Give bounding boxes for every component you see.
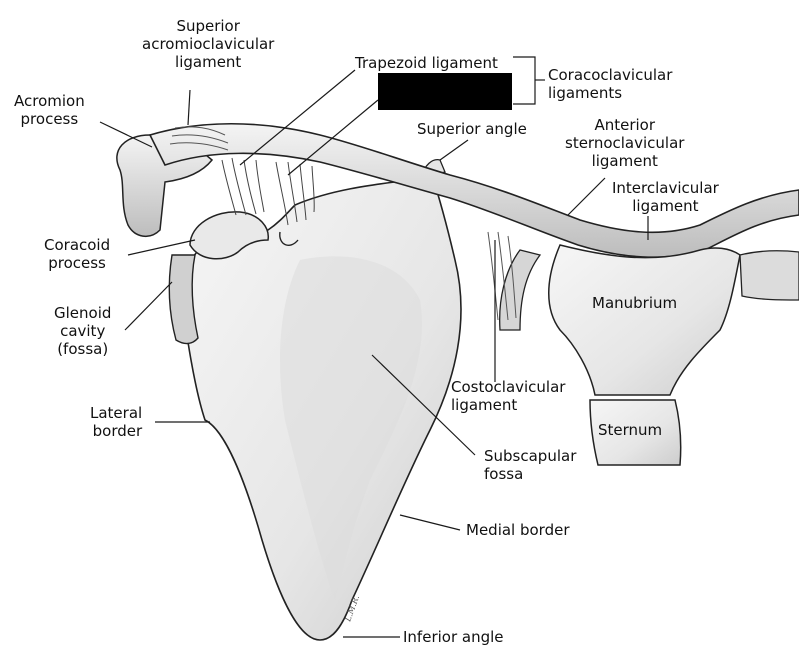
label-coracoclavicular-ligaments: Coracoclavicular ligaments (548, 66, 672, 102)
label-trapezoid-ligament: Trapezoid ligament (355, 54, 498, 72)
label-line: process (20, 110, 79, 128)
label-line: ligament (632, 197, 699, 215)
label-line: Subscapular (484, 447, 577, 465)
label-line: Inferior angle (403, 628, 504, 646)
label-interclavicular-ligament: Interclavicular ligament (612, 179, 719, 215)
label-line: Superior angle (417, 120, 527, 138)
label-line: Manubrium (592, 294, 678, 312)
label-line: Trapezoid ligament (355, 54, 498, 72)
label-line: acromioclavicular (142, 35, 275, 53)
manubrium (548, 244, 741, 396)
label-line: Acromion (14, 92, 85, 110)
label-subscapular-fossa: Subscapular fossa (484, 447, 576, 483)
label-costoclavicular-ligament: Costoclavicular ligament (451, 378, 565, 414)
label-glenoid-cavity: Glenoid cavity (fossa) (54, 304, 111, 358)
acromion-process (116, 134, 214, 237)
label-line: border (92, 422, 143, 440)
label-line: sternoclavicular (565, 134, 685, 152)
label-line: ligament (451, 396, 518, 414)
label-line: Medial border (466, 521, 570, 539)
label-line: process (48, 254, 106, 272)
label-inferior-angle: Inferior angle (403, 628, 504, 646)
label-line: Anterior (594, 116, 655, 134)
label-line: fossa (484, 465, 524, 483)
label-lateral-border: Lateral border (90, 404, 142, 440)
label-line: ligaments (548, 84, 623, 102)
label-line: Glenoid (54, 304, 112, 322)
label-superior-angle: Superior angle (417, 120, 527, 138)
label-medial-border: Medial border (466, 521, 570, 539)
clavicle (148, 122, 799, 258)
label-line: ligament (591, 152, 658, 170)
coracoid-process (189, 211, 269, 260)
leader-lines (99, 56, 649, 638)
label-line: Sternum (598, 421, 663, 439)
label-line: Costoclavicular (451, 378, 566, 396)
label-line: (fossa) (57, 340, 109, 358)
label-line: Interclavicular (612, 179, 719, 197)
label-anterior-sternoclavicular-ligament: Anterior sternoclavicular ligament (565, 116, 684, 170)
label-line: ligament (175, 53, 242, 71)
label-line: Superior (176, 17, 240, 35)
sternum (589, 399, 682, 466)
label-line: Coracoclavicular (548, 66, 673, 84)
label-manubrium: Manubrium (592, 294, 677, 312)
label-line: cavity (60, 322, 106, 340)
label-line: Lateral (90, 404, 143, 422)
label-acromion-process: Acromion process (14, 92, 85, 128)
label-sternum: Sternum (598, 421, 662, 439)
label-line: Coracoid (44, 236, 111, 254)
label-superior-acromioclavicular-ligament: Superior acromioclavicular ligament (142, 17, 274, 71)
label-coracoid-process: Coracoid process (44, 236, 110, 272)
redaction-box (378, 73, 512, 110)
coracoclavicular-ligament-fibers (221, 157, 315, 226)
